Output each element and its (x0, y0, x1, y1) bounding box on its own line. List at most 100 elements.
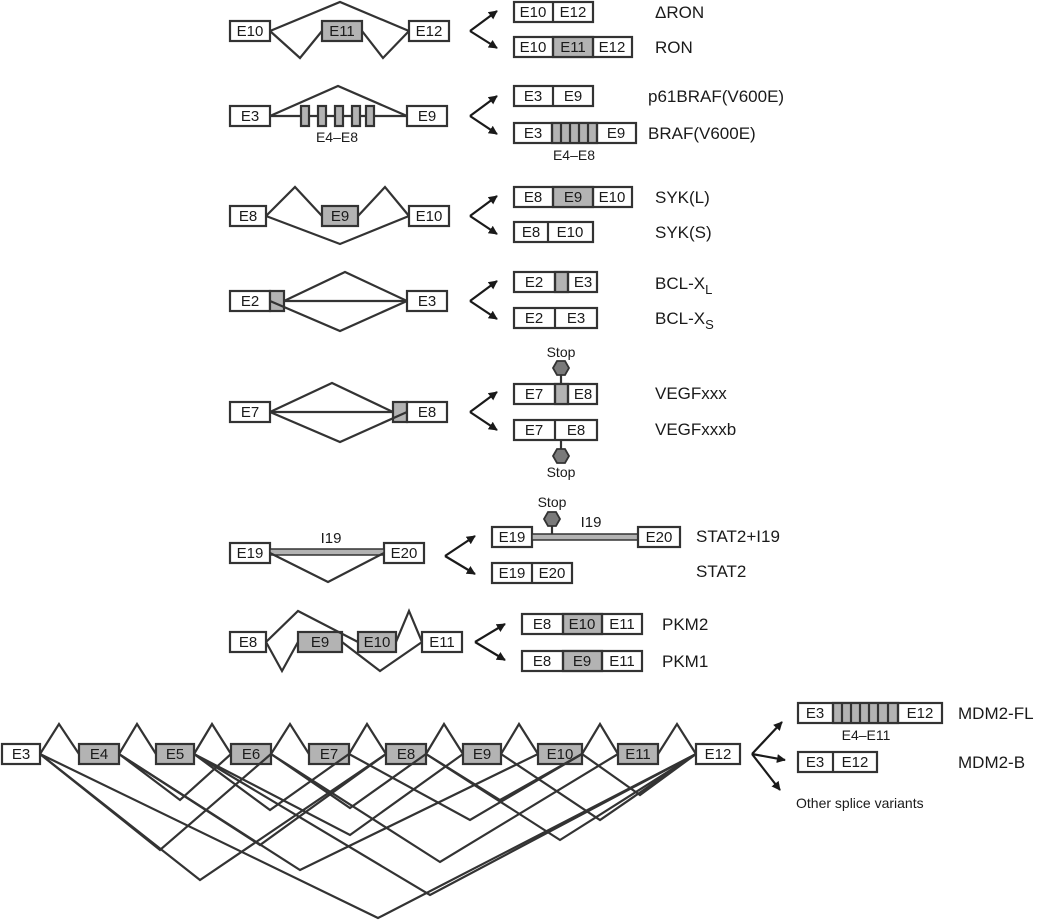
arrow-shaft (751, 753, 781, 791)
exon-label: E19 (237, 545, 264, 562)
splice-line-alternative (39, 753, 272, 852)
segment-label: E12 (907, 705, 934, 722)
variant-name-main: BCL-X (655, 309, 705, 328)
variant-name: BRAF(V600E) (648, 124, 756, 143)
arrow-shaft (469, 30, 498, 49)
splice-line-constitutive (39, 721, 80, 755)
exon-label: E3 (12, 746, 30, 763)
variant-name-main: BCL-X (655, 274, 705, 293)
splice-line-pkm2 (394, 608, 424, 643)
segment-label: E3 (567, 310, 585, 327)
segment-label: E3 (806, 705, 824, 722)
segment-label: E9 (564, 88, 582, 105)
splice-line-include (361, 30, 410, 60)
segment-label: E10 (569, 616, 596, 633)
arrow-shaft (444, 555, 476, 575)
exon-label: E7 (241, 404, 259, 421)
splice-line-alternative (193, 753, 697, 897)
exon-label: E4 (90, 746, 108, 763)
row-ron (228, 0, 634, 60)
segment-label: E10 (520, 39, 547, 56)
segment-label: E8 (522, 224, 540, 241)
variant-name: VEGFxxxb (655, 420, 736, 439)
splice-line-constitutive (500, 721, 539, 755)
splice-line-long (283, 270, 408, 302)
splice-line-distal (269, 410, 408, 444)
splice-line-include (265, 185, 323, 217)
exon-label: E11 (329, 23, 355, 40)
variant-name: ΔRON (655, 3, 704, 22)
exon-label: E11 (429, 634, 455, 651)
variant-name: MDM2-B (958, 753, 1025, 772)
exon-label: E9 (311, 634, 329, 651)
intron-label: I19 (321, 530, 342, 547)
stop-codon-icon (551, 360, 571, 376)
stop-label: Stop (547, 464, 576, 480)
exon-label: E10 (364, 634, 391, 651)
exon-label: E3 (418, 293, 436, 310)
arrow-shaft (469, 95, 498, 117)
exon-label: E5 (166, 746, 184, 763)
alt-range-label: E4–E8 (553, 147, 595, 163)
product-box (636, 525, 682, 549)
segment-label: E8 (533, 653, 551, 670)
row-vegf (228, 360, 599, 464)
segment-label: E9 (607, 125, 625, 142)
exon-label: E8 (397, 746, 415, 763)
splice-line-alternative (270, 753, 619, 864)
exon-label: E12 (416, 23, 443, 40)
splice-line-constitutive (581, 721, 619, 755)
segment-label: E8 (533, 616, 551, 633)
variant-name: MDM2-FL (958, 704, 1034, 723)
arrow-shaft (469, 391, 498, 413)
splice-line-alternative (425, 753, 697, 842)
arrow-shaft (474, 623, 506, 643)
row-braf (228, 84, 638, 145)
arrow-shaft (469, 280, 498, 302)
variant-name: BCL-XL (655, 274, 712, 297)
exon-label: E20 (391, 545, 418, 562)
arrow-shaft (469, 115, 498, 135)
splice-line-alternative (118, 753, 387, 847)
arrow-shaft (444, 535, 476, 557)
stop-codon-icon (542, 511, 562, 527)
intron-bar (531, 533, 639, 541)
exon-label: E8 (239, 208, 257, 225)
product-box (796, 750, 879, 774)
alt-segment (553, 270, 570, 294)
segment-label: E8 (567, 422, 585, 439)
segment-label: E10 (557, 224, 584, 241)
splice-line-pkm1 (265, 641, 299, 674)
segment-label: E9 (573, 653, 591, 670)
splice-line-skip (269, 552, 385, 584)
variant-name-subscript: L (705, 282, 712, 297)
segment-label: E2 (525, 310, 543, 327)
segment-label: E11 (609, 653, 635, 670)
splice-line-alternative (39, 753, 387, 882)
intron-label: I19 (581, 514, 602, 531)
splice-line-alternative (193, 753, 350, 812)
stop-label: Stop (547, 344, 576, 360)
segment-label: E11 (560, 39, 586, 56)
splice-line-alternative (193, 753, 464, 837)
arrow-shaft (751, 721, 783, 755)
variant-name: PKM1 (662, 652, 708, 671)
product-box (512, 220, 595, 244)
splice-line-alternative (118, 753, 539, 872)
exon-box-alternative (364, 104, 376, 128)
splice-line-include (357, 185, 410, 217)
exon-label: E7 (320, 746, 338, 763)
exon-box-alternative (299, 104, 311, 128)
splice-line-constitutive (118, 721, 157, 755)
splice-line-constitutive (425, 721, 464, 755)
splice-line-include (269, 30, 323, 60)
alt-segment (553, 382, 570, 406)
variant-name: SYK(L) (655, 188, 710, 207)
exon-label: E12 (705, 746, 732, 763)
exon-label: E2 (241, 293, 259, 310)
variant-name: PKM2 (662, 615, 708, 634)
segment-label: E8 (574, 386, 592, 403)
arrow-shaft (469, 10, 498, 32)
intron-bar (269, 548, 385, 556)
exon-box-alternative (350, 104, 362, 128)
